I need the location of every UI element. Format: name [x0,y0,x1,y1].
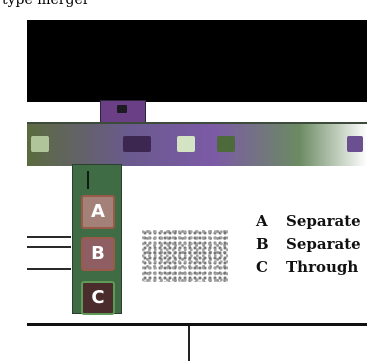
legend-row-c: C Through [256,258,361,281]
legend-letter: C [256,258,268,276]
legend: A Separate B Separate C Through [256,212,361,281]
noise-patch [142,230,228,282]
legend-row-a: A Separate [256,212,361,235]
legend-letter: B [256,235,269,253]
legend-letter: A [256,212,268,230]
baseline [27,323,367,326]
black-block [27,20,367,102]
legend-text: Separate [286,212,361,230]
caption: type merger [2,0,90,8]
stem-line [188,326,190,361]
band-chip [31,136,49,152]
key-c: C [81,281,115,315]
rail-stripe [87,171,89,189]
key-b: B [81,237,115,271]
band-chip [347,136,363,152]
color-band [27,122,367,166]
band-chip [217,136,235,152]
notch-dot [117,105,127,113]
lane-line-upper [27,236,71,238]
legend-row-b: B Separate [256,235,361,258]
key-rail: A B C [72,164,122,315]
legend-text: Separate [286,235,361,253]
key-a: A [81,195,115,229]
band-chip [177,136,195,152]
legend-text: Through [286,258,359,276]
lane-line-lower [27,268,71,270]
band-chip [123,136,151,152]
lane-line-upper-2 [27,246,71,248]
